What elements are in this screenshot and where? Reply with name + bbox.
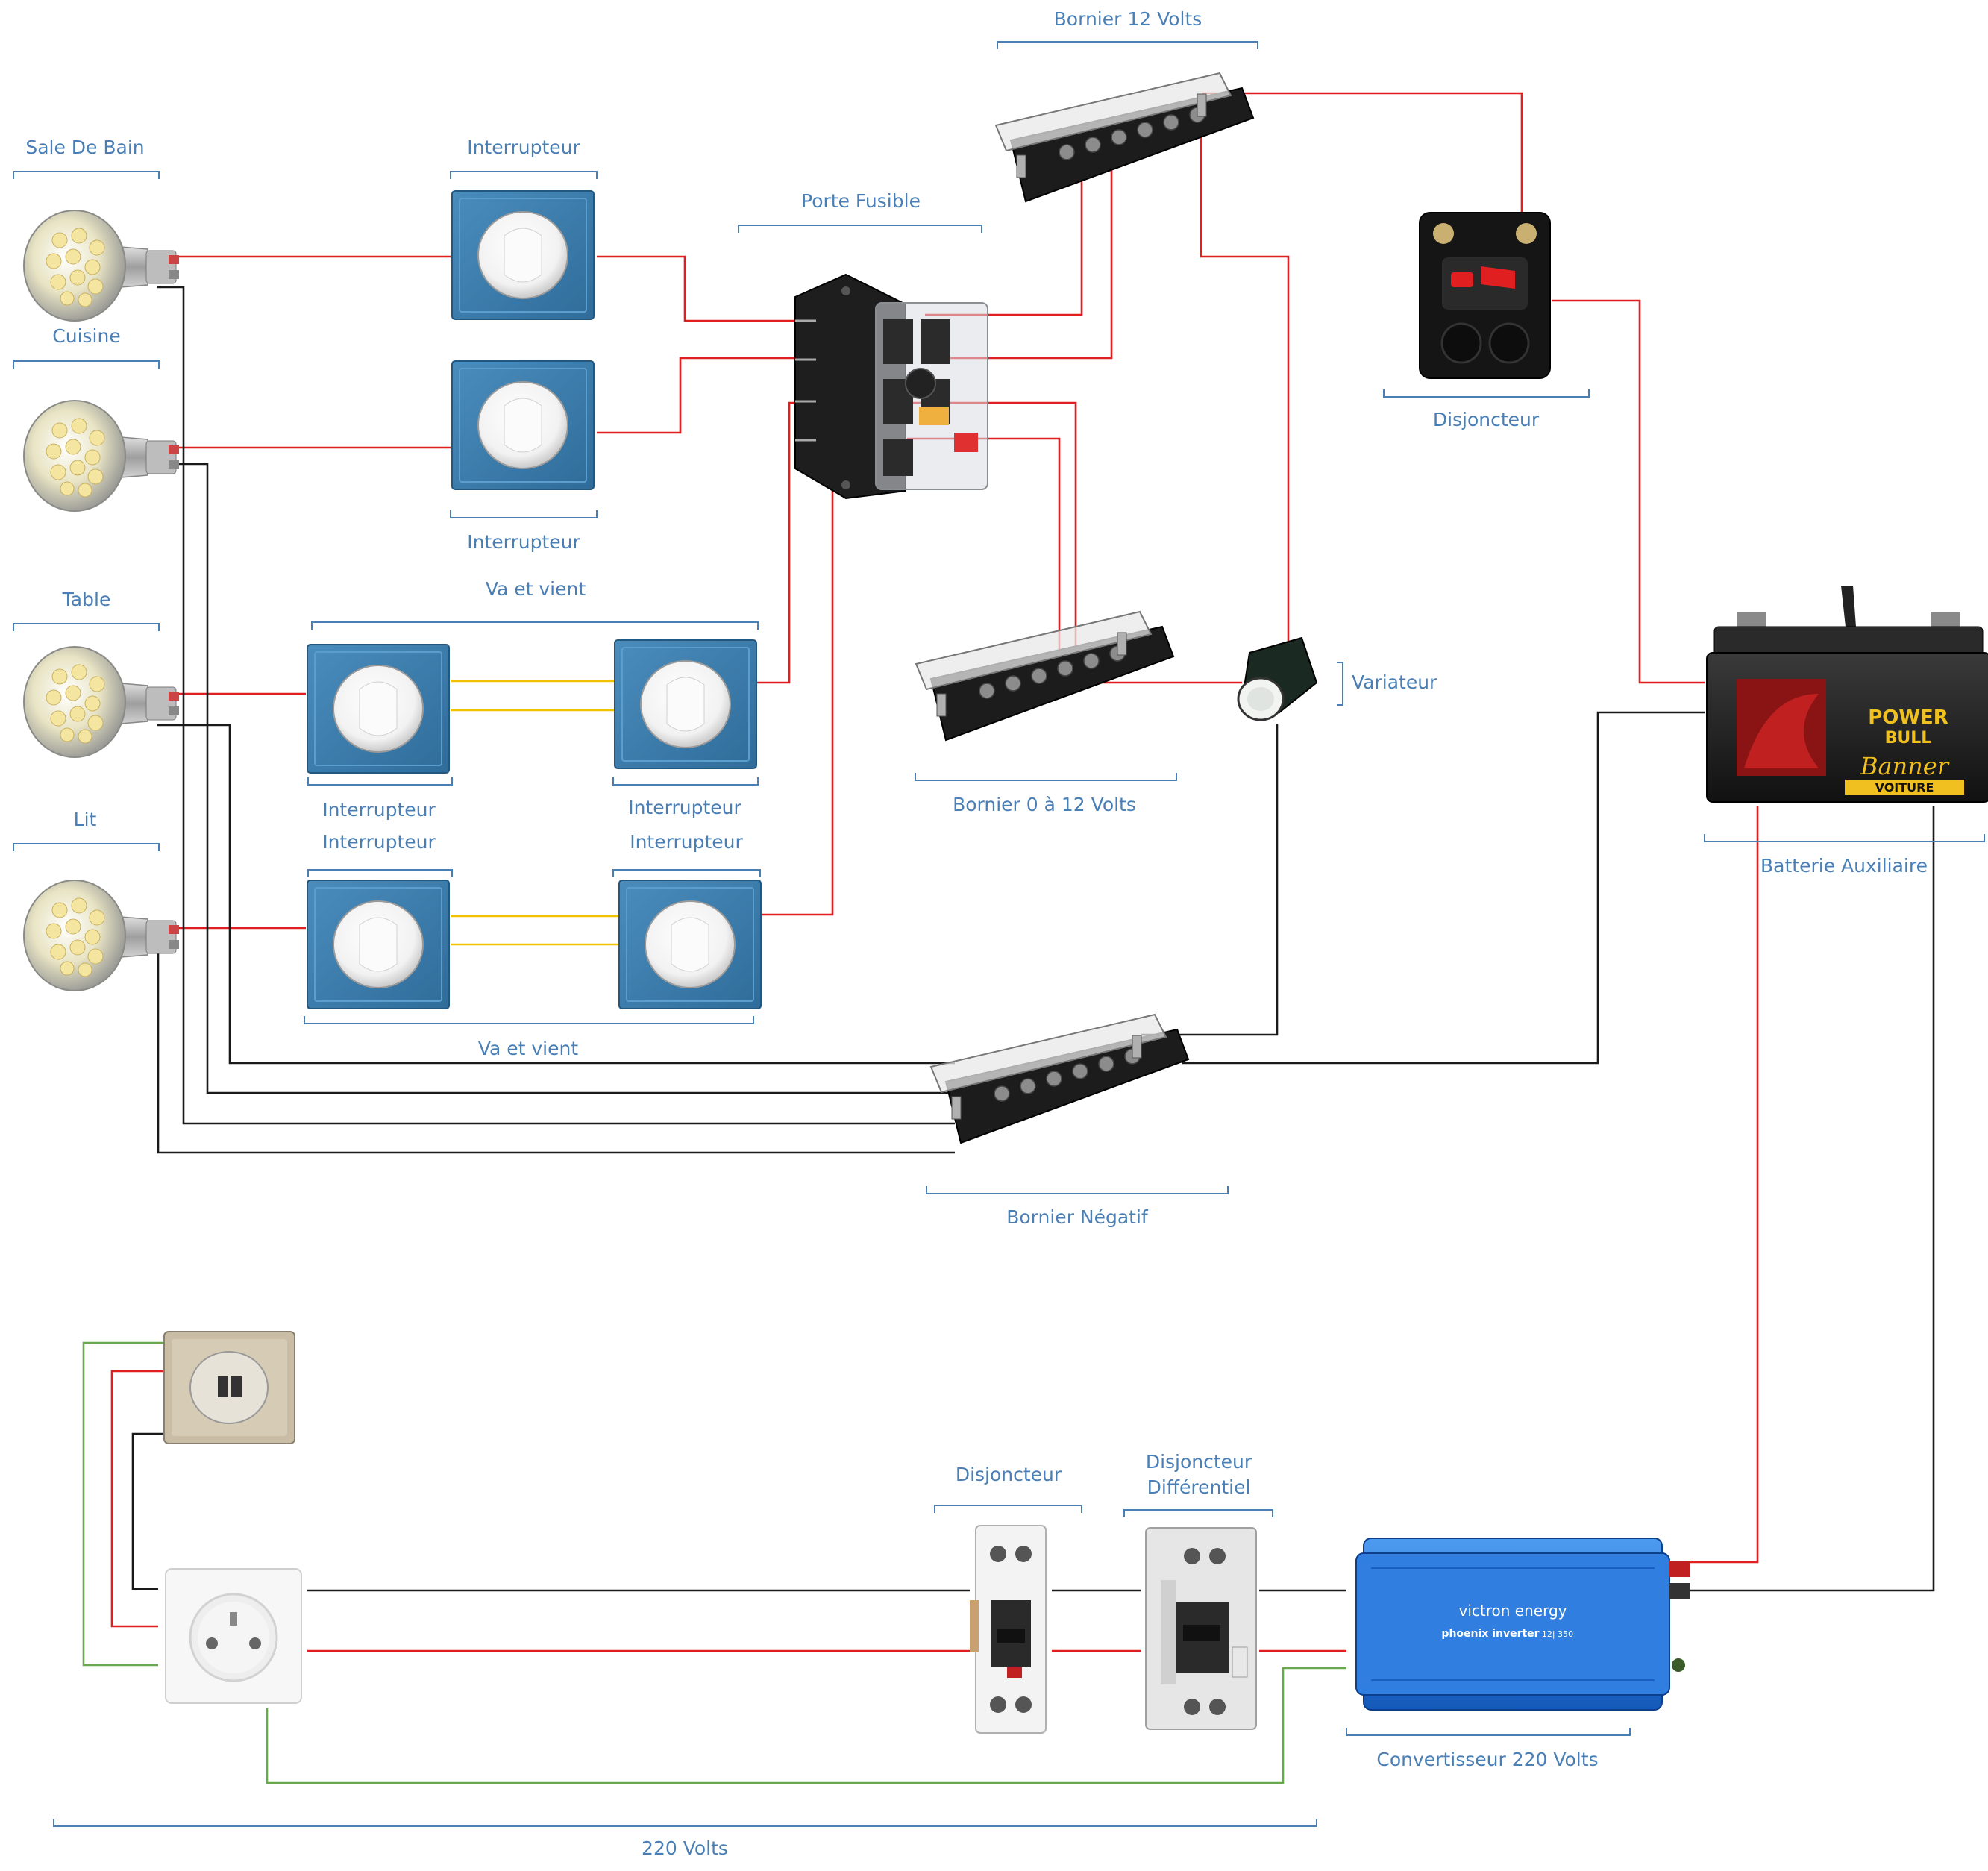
wire-vv2-fuse [759,477,834,916]
neg-cuisine [157,463,955,1094]
inverter-brand: victron energy [1459,1602,1567,1620]
label-disjoncteur-220: Disjoncteur [956,1464,1062,1485]
label-disjoncteur-diff-1: Disjoncteur [1146,1451,1252,1473]
neg-usb-prise [131,1432,164,1590]
label-va-et-vient-1: Va et vient [486,578,586,600]
earth-wires [82,1341,1346,1784]
breaker-differentiel [1145,1527,1257,1730]
label-cuisine: Cuisine [52,325,120,347]
wire-usb-prise-red [110,1370,164,1628]
label-va-et-vient-2: Va et vient [478,1038,579,1059]
label-interrupteur-3: Interrupteur [322,799,436,821]
label-brackets [13,41,1985,1827]
wire-switch2-fuse [597,357,800,434]
label-batterie: Batterie Auxiliaire [1760,855,1928,877]
battery-text-2: BULL [1885,729,1932,748]
label-porte-fusible: Porte Fusible [801,190,921,212]
switch-va-et-vient-1b [614,639,757,769]
battery-text-1: POWER [1868,706,1948,729]
negative-wires [131,286,1935,1592]
power-outlet [165,1568,302,1704]
bulb-lit [23,880,179,991]
bus-bar-negatif [929,1013,1190,1144]
switch-va-et-vient-2b [618,880,762,1009]
traveler-wires [451,680,619,946]
neg-table [157,724,955,1065]
bulb-table [23,646,179,758]
label-lit: Lit [74,809,97,830]
fuse-holder [794,273,988,500]
wire-switch1-fuse [597,255,800,322]
switch-interrupteur-2 [451,360,595,490]
label-interrupteur-5: Interrupteur [322,831,436,853]
neg-variateur [1141,724,1279,1036]
bus-bar-0-12v [915,610,1175,742]
dimmer-knob [1237,636,1318,721]
label-220-volts: 220 Volts [642,1837,728,1859]
switch-va-et-vient-1a [307,644,450,774]
inverter-rating: 12| 350 [1542,1629,1573,1639]
label-sale-de-bain: Sale De Bain [25,137,144,158]
label-bornier-negatif: Bornier Négatif [1006,1206,1149,1228]
label-disjoncteur-diff-2: Différentiel [1147,1476,1251,1498]
label-variateur: Variateur [1352,671,1437,693]
label-interrupteur-6: Interrupteur [630,831,743,853]
label-bornier-12v: Bornier 12 Volts [1054,8,1202,30]
wire-bornier12-variateur [1200,123,1290,656]
usb-socket [163,1331,295,1444]
switch-interrupteur-1 [451,190,595,320]
label-bornier-0-12v: Bornier 0 à 12 Volts [953,794,1136,815]
neg-bain [157,286,955,1125]
neg-batterie-inverter [1669,806,1935,1592]
inverter-model: phoenix inverter [1441,1628,1539,1640]
inverter: victron energy phoenix inverter 12| 350 [1355,1538,1690,1711]
battery-text-4: VOITURE [1875,780,1934,795]
wire-batterie-inverter [1658,806,1759,1564]
label-table: Table [62,589,111,610]
earth-prise-inverter [266,1667,1346,1784]
label-interrupteur-1: Interrupteur [467,137,580,158]
labels: Bornier 12 Volts Sale De Bain Interrupte… [25,8,1928,1859]
breaker-220 [970,1525,1047,1734]
label-interrupteur-4: Interrupteur [628,797,741,818]
wire-fuse-bornier12a [925,172,1083,316]
label-interrupteur-2: Interrupteur [467,531,580,553]
label-disjoncteur-12v: Disjoncteur [1433,409,1540,430]
neg-batterie [1182,711,1705,1065]
label-convertisseur: Convertisseur 220 Volts [1376,1749,1598,1770]
bus-bar-12v [994,72,1255,203]
bulb-cuisine [23,400,179,512]
earth-usb-prise [82,1341,164,1667]
breaker-12v [1419,212,1551,379]
wire-vv1-fuse [755,401,800,684]
wire-disjoncteur-batterie [1552,299,1705,684]
battery: POWER BULL Banner VOITURE [1706,586,1988,803]
bulb-sale-de-bain [23,210,179,322]
wire-bornier12-disjoncteur [1202,92,1523,224]
battery-text-3: Banner [1860,752,1950,780]
switch-va-et-vient-2a [307,880,450,1009]
